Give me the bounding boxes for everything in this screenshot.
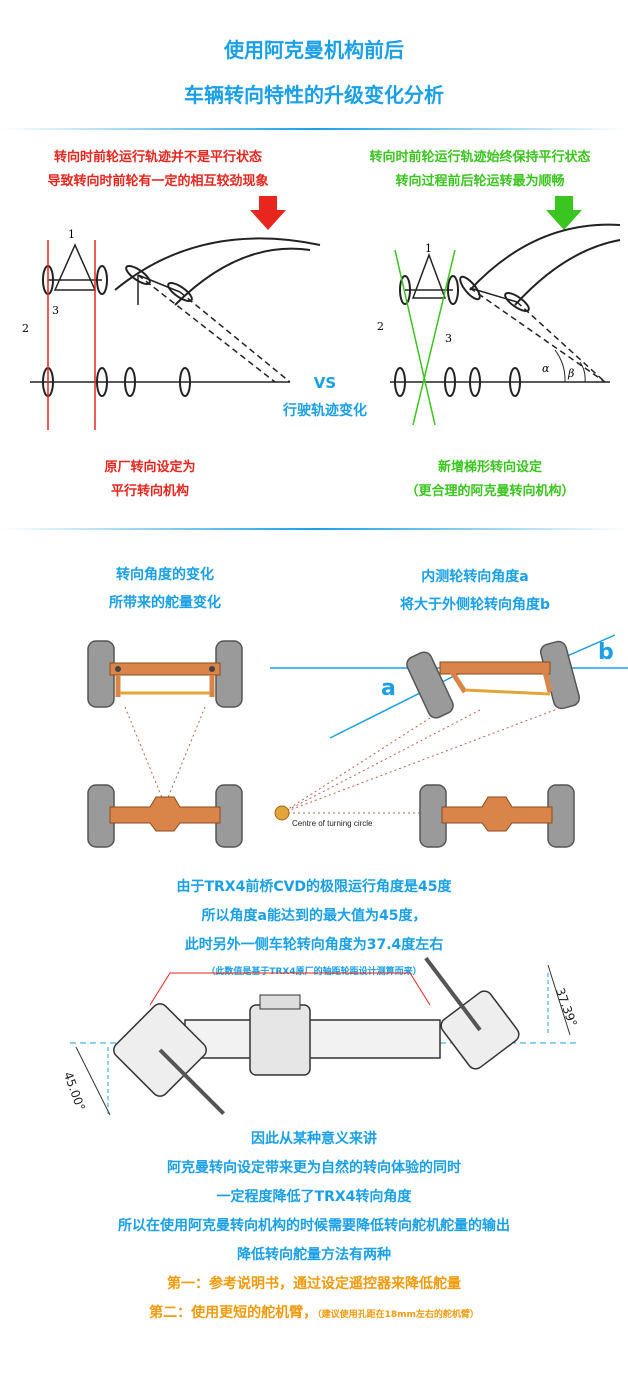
parallel-steering-diagram: 1 2 3	[22, 228, 321, 430]
right-caption-line1: 转向时前轮运行轨迹始终保持平行状态	[369, 150, 591, 165]
svg-text:3: 3	[52, 304, 59, 317]
angle-change-caption-1: 转向角度的变化	[116, 567, 214, 583]
left-bottom-line1: 原厂转向设定为	[104, 460, 196, 475]
left-caption-line1: 转向时前轮运行轨迹并不是平行状态	[53, 150, 262, 165]
page-title-line1: 使用阿克曼机构前后	[224, 38, 404, 62]
straight-axle-diagram	[87, 640, 243, 848]
inner-angle-caption-2: 将大于外侧轮转向角度b	[399, 597, 551, 613]
green-down-arrow-icon	[546, 196, 582, 230]
right-bottom-line1: 新增梯形转向设定	[437, 460, 542, 475]
ackermann-steering-diagram: α β 1 2 3	[377, 223, 621, 426]
turning-axle-diagram: Centre of turning circle	[270, 634, 628, 848]
method-2: 第二：使用更短的舵机臂，（建议使用孔距在18mm左右的舵机臂）	[0, 1302, 628, 1322]
left-caption-line2: 导致转向时前轮有一定的相互较劲现象	[47, 174, 269, 189]
conclusion-line-1: 因此从某种意义来讲	[251, 1131, 377, 1147]
svg-text:2: 2	[22, 322, 29, 335]
cvd-line-2: 所以角度a能达到的最大值为45度，	[201, 908, 427, 924]
cvd-line-1: 由于TRX4前桥CVD的极限运行角度是45度	[176, 879, 452, 895]
divider-middle	[0, 528, 628, 530]
conclusion-line-3: 一定程度降低了TRX4转向角度	[216, 1189, 412, 1205]
svg-text:1: 1	[68, 228, 75, 241]
divider-top	[0, 128, 628, 130]
conclusion-line-2: 阿克曼转向设定带来更为自然的转向体验的同时	[167, 1160, 461, 1176]
page-title-line2: 车辆转向特性的升级变化分析	[184, 83, 444, 107]
angle-change-caption-2: 所带来的舵量变化	[109, 595, 221, 611]
method-2-note: （建议使用孔距在18mm左右的舵机臂）	[317, 1310, 479, 1320]
svg-text:1: 1	[425, 242, 432, 255]
method-2-main: 第二：使用更短的舵机臂，	[149, 1305, 318, 1321]
angle-b-label: b	[598, 640, 614, 665]
method-1: 第一：参考说明书，通过设定遥控器来降低舵量	[167, 1276, 461, 1292]
cvd-line-3: 此时另外一侧车轮转向角度为37.4度左右	[184, 937, 444, 953]
turning-circle-label: Centre of turning circle	[292, 819, 373, 828]
cvd-note: （此数值是基于TRX4原厂的轴距轮距设计测算而来）	[206, 967, 422, 977]
conclusion-line-4: 所以在使用阿克曼转向机构的时候需要降低转向舵机舵量的输出	[118, 1218, 510, 1234]
angle-a-label: a	[381, 676, 396, 701]
vs-subtitle: 行驶轨迹变化	[283, 403, 367, 419]
vs-label: VS	[313, 374, 337, 392]
svg-text:2: 2	[377, 320, 384, 333]
trx4-front-axle-diagram	[70, 956, 580, 1116]
left-bottom-line2: 平行转向机构	[110, 484, 189, 499]
inner-angle-caption-1: 内测轮转向角度a	[421, 569, 529, 585]
svg-text:β: β	[567, 367, 574, 380]
svg-text:3: 3	[445, 332, 452, 345]
red-down-arrow-icon	[250, 196, 286, 230]
right-caption-line2: 转向过程前后轮运转最为顺畅	[395, 174, 565, 189]
right-bottom-line2: （更合理的阿克曼转向机构）	[405, 484, 575, 499]
svg-text:α: α	[542, 362, 550, 375]
conclusion-line-5: 降低转向舵量方法有两种	[237, 1247, 391, 1263]
